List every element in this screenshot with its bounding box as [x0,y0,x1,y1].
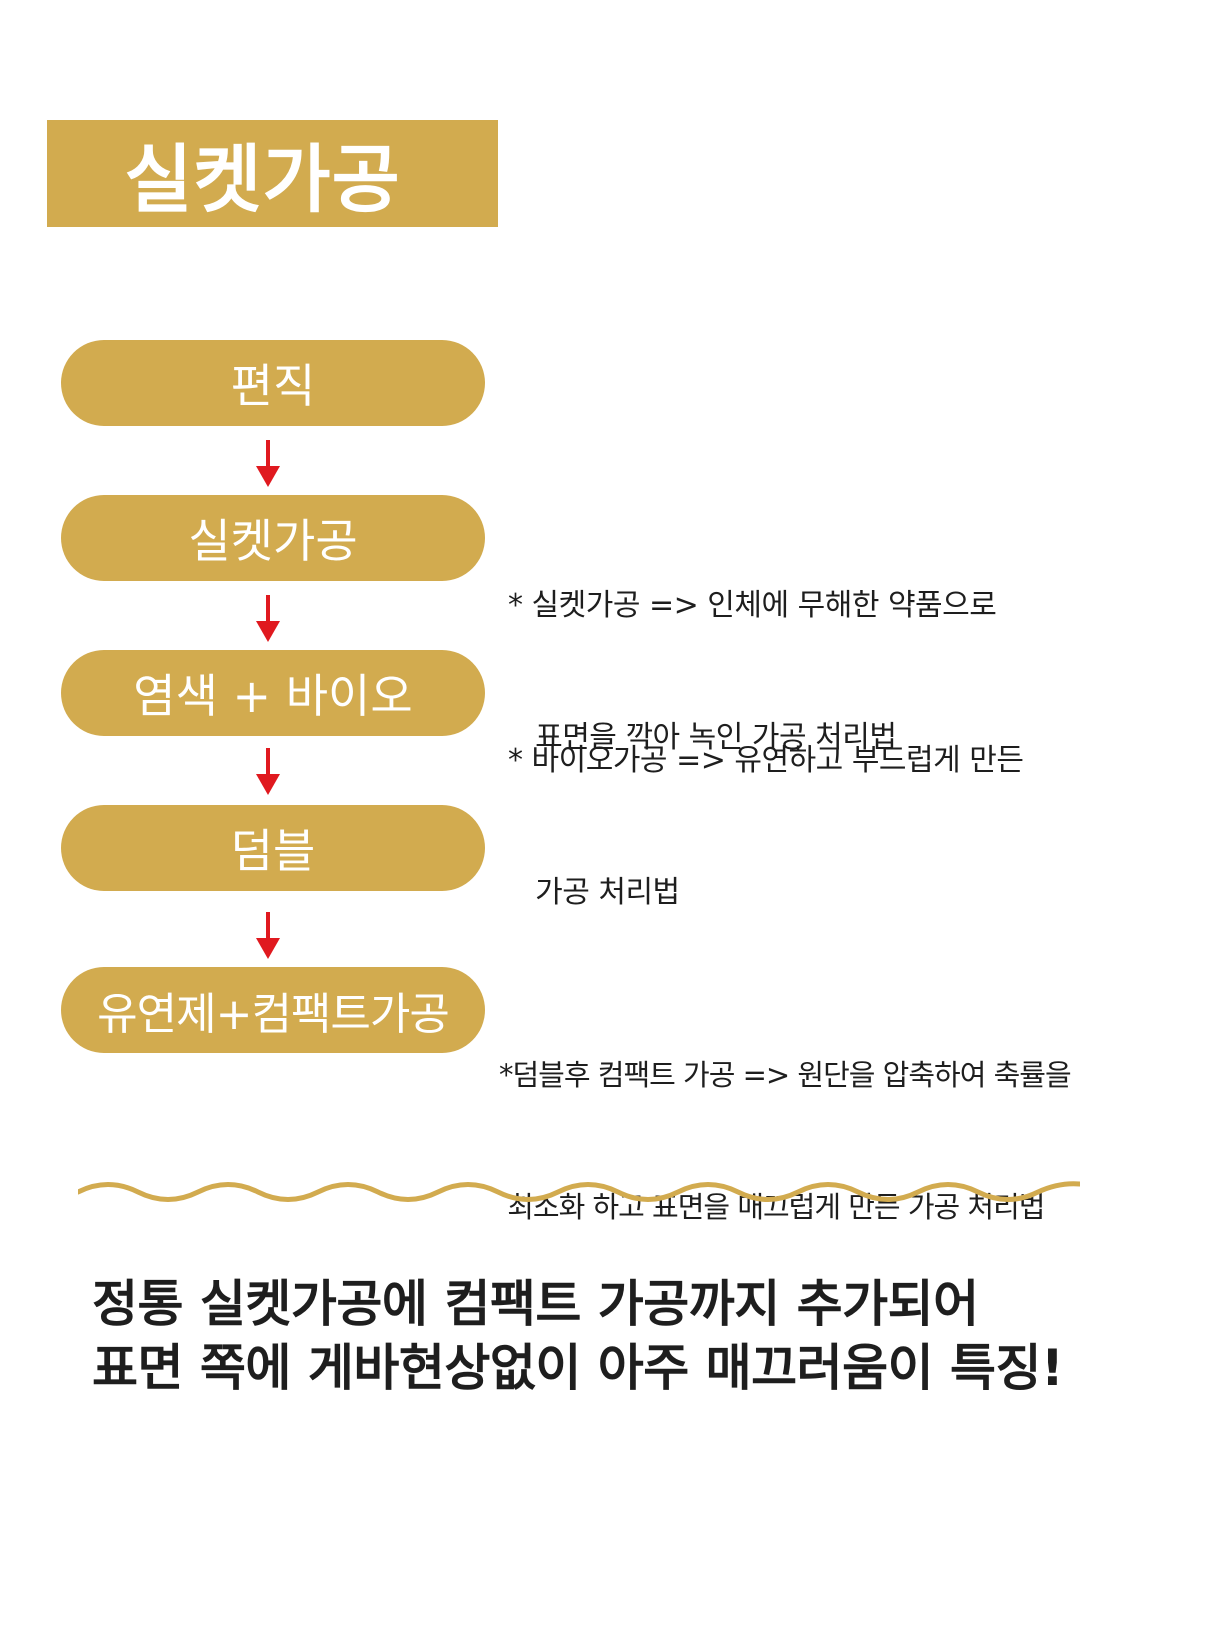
summary-text: 정통 실켓가공에 컴팩트 가공까지 추가되어 표면 쪽에 게바현상없이 아주 매… [92,1272,1064,1400]
note-compact: *덤블후 컴팩트 가공 => 원단을 압축하여 축률을 최소화 하고 표면을 매… [499,965,1072,1273]
arrow-down-icon [256,595,280,642]
arrow-down-icon [256,440,280,487]
arrow-down-icon [256,748,280,795]
note-line: * 실켓가공 => 인체에 무해한 약품으로 [508,588,997,623]
step-knitting: 편직 [61,340,485,426]
note-line: * 바이오가공 => 유연하고 부드럽게 만든 [508,743,1024,778]
step-label: 유연제+컴팩트가공 [97,989,450,1040]
note-silket: * 실켓가공 => 인체에 무해한 약품으로 표면을 깍아 녹인 가공 처리법 [508,496,997,804]
title-banner: 실켓가공 [47,120,498,227]
step-label: 편직 [230,359,316,413]
wave-divider [78,1181,1080,1202]
step-dye-bio: 염색 + 바이오 [61,650,485,736]
note-line: 가공 처리법 [508,875,680,910]
note-bio: * 바이오가공 => 유연하고 부드럽게 만든 가공 처리법 [508,651,1024,959]
step-label: 덤블 [230,824,316,878]
note-line: *덤블후 컴팩트 가공 => 원단을 압축하여 축률을 [499,1058,1072,1092]
summary-line: 표면 쪽에 게바현상없이 아주 매끄러움이 특징! [92,1339,1064,1397]
step-softener-compact: 유연제+컴팩트가공 [61,967,485,1053]
step-silket: 실켓가공 [61,495,485,581]
arrow-down-icon [256,912,280,959]
step-tumble: 덤블 [61,805,485,891]
note-line: 표면을 깍아 녹인 가공 처리법 [508,720,897,755]
summary-line: 정통 실켓가공에 컴팩트 가공까지 추가되어 [92,1275,979,1333]
step-label: 염색 + 바이오 [133,669,413,723]
step-label: 실켓가공 [188,514,358,568]
note-line: 최소화 하고 표면을 매끄럽게 만든 가공 처리법 [499,1190,1045,1224]
page-title: 실켓가공 [124,137,401,223]
